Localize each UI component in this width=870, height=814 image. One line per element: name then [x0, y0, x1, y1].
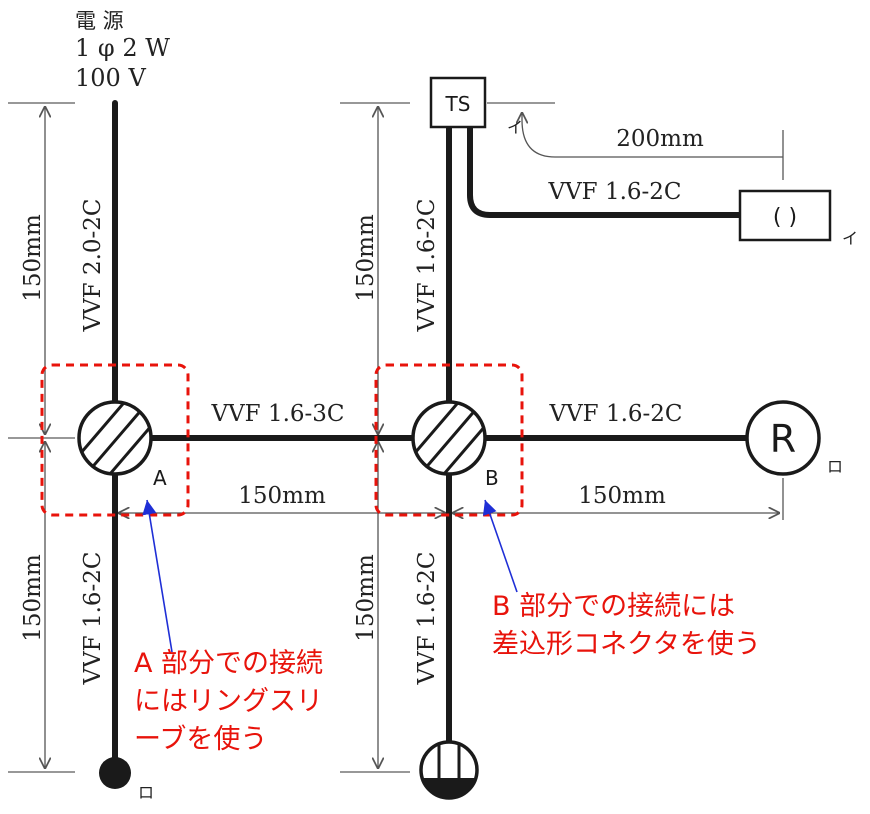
note-b: B 部分での接続には 差込形コネクタを使う	[492, 588, 761, 664]
wires	[112, 100, 749, 773]
joint-box-a	[77, 400, 153, 476]
source-phase: 1 φ 2 W	[75, 34, 170, 62]
highlight-box-b	[374, 363, 524, 517]
terminal-dot	[99, 757, 131, 789]
cable-a-to-outlet: VVF 1.6-2C	[80, 551, 106, 685]
cable-b-to-switch: VVF 1.6-2C	[414, 551, 440, 685]
box-b-label: B	[485, 466, 499, 490]
dim-ts-to-lamp: 200mm	[616, 126, 704, 152]
cable-b-to-r: VVF 1.6-2C	[548, 401, 682, 427]
mark-i-ts: イ	[507, 118, 523, 137]
pointer-b	[482, 499, 518, 593]
lamp-label: ( )	[773, 205, 797, 230]
dim-left-upper: 150mm	[20, 214, 46, 302]
mark-ro-dot: ロ	[138, 783, 154, 802]
dim-mid-lower: 150mm	[353, 554, 379, 642]
bottom-switch-symbol	[419, 740, 479, 800]
note-a-line-1: A 部分での接続	[134, 648, 324, 679]
dim-left-lower: 150mm	[20, 554, 46, 642]
ts-box	[429, 76, 487, 129]
extension-lines	[8, 102, 784, 773]
cable-source-to-a: VVF 2.0-2C	[80, 198, 106, 332]
vertical-dimensions	[45, 106, 378, 769]
note-a-line-3: ーブを使う	[134, 724, 268, 755]
ts-label: TS	[445, 92, 471, 116]
note-b-line-2: 差込形コネクタを使う	[492, 629, 761, 660]
source-label: 電 源	[75, 9, 124, 33]
lamp-fixture	[738, 189, 832, 242]
note-a: A 部分での接続 にはリングスリ ーブを使う	[134, 645, 323, 759]
source-voltage: 100 V	[75, 64, 146, 92]
cable-b-to-ts: VVF 1.6-2C	[414, 198, 440, 332]
mark-ro-receptacle: ロ	[827, 457, 843, 476]
joint-box-b	[411, 400, 487, 476]
note-b-line-1: B 部分での接続には	[492, 591, 736, 622]
cable-a-to-b: VVF 1.6-3C	[210, 401, 344, 427]
note-a-line-2: にはリングスリ	[134, 686, 323, 717]
receptacle-symbol	[745, 400, 821, 476]
dim-mid-upper: 150mm	[353, 214, 379, 302]
receptacle-label: R	[770, 417, 796, 461]
cable-ts-to-lamp: VVF 1.6-2C	[547, 179, 681, 205]
mark-i-lamp: イ	[842, 229, 858, 248]
horizontal-dimensions	[118, 112, 783, 513]
pointer-a	[142, 499, 173, 653]
dim-b-to-r: 150mm	[578, 483, 666, 509]
highlight-box-a	[40, 363, 190, 517]
box-a-label: A	[153, 466, 167, 490]
dim-a-to-b: 150mm	[238, 483, 326, 509]
